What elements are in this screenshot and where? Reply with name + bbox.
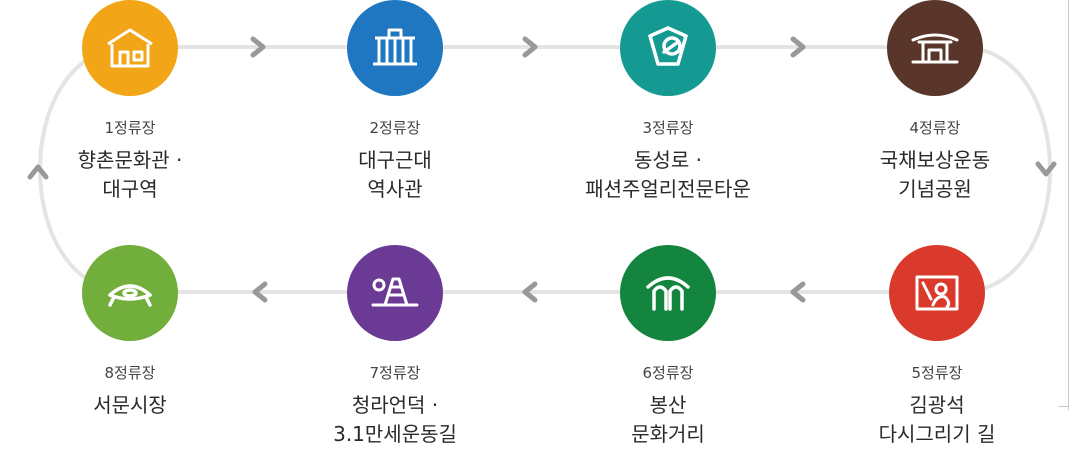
history-museum-icon xyxy=(347,0,443,96)
stop-name: 봉산 문화거리 xyxy=(558,391,778,449)
stop-number: 5정류장 xyxy=(911,364,963,382)
stop-number: 4정류장 xyxy=(909,119,961,137)
stop-name-line: 패션주얼리전문타운 xyxy=(585,177,751,201)
stop-name: 대구근대 역사관 xyxy=(285,146,505,204)
chevron-down-icon xyxy=(1035,161,1057,177)
chevron-right-icon xyxy=(250,36,266,58)
market-turtle-icon xyxy=(82,245,178,341)
chevron-left-icon xyxy=(522,281,538,303)
chevron-right-icon xyxy=(790,36,806,58)
stop-name-line: 대구근대 xyxy=(358,148,432,172)
stop-number: 8정류장 xyxy=(104,364,156,382)
culture-house-icon xyxy=(82,0,178,96)
stop-name: 국채보상운동 기념공원 xyxy=(825,146,1045,204)
jewelry-ring-icon xyxy=(620,0,716,96)
stop-name: 청라언덕 · 3.1만세운동길 xyxy=(285,391,505,449)
chevron-left-icon xyxy=(790,281,806,303)
stop-name-line: 동성로 · xyxy=(634,148,702,172)
stop-name: 동성로 · 패션주얼리전문타운 xyxy=(558,146,778,204)
stop-number: 2정류장 xyxy=(369,119,421,137)
stop-name-line: 역사관 xyxy=(367,177,423,201)
stop-number: 7정류장 xyxy=(369,364,421,382)
memorial-gate-icon xyxy=(887,0,983,96)
stop-name-line: 봉산 xyxy=(649,393,687,417)
stairs-hill-icon xyxy=(347,245,443,341)
side-border xyxy=(1068,0,1069,410)
stop-name: 서문시장 xyxy=(20,391,240,420)
stop-number: 6정류장 xyxy=(642,364,694,382)
sculpture-arch-icon xyxy=(620,245,716,341)
stop-4: 4정류장 국채보상운동 기념공원 xyxy=(825,0,1045,204)
stop-name-line: 대구역 xyxy=(102,177,158,201)
stop-name-line: 문화거리 xyxy=(631,422,705,446)
stop-8: 8정류장 서문시장 xyxy=(20,245,240,420)
stop-3: 3정류장 동성로 · 패션주얼리전문타운 xyxy=(558,0,778,204)
stop-name-line: 기념공원 xyxy=(898,177,972,201)
stop-name-line: 김광석 xyxy=(909,393,965,417)
mural-guitar-icon xyxy=(889,245,985,341)
chevron-left-icon xyxy=(252,281,268,303)
stop-number: 3정류장 xyxy=(642,119,694,137)
stop-1: 1정류장 향촌문화관 · 대구역 xyxy=(20,0,240,204)
stop-name-line: 서문시장 xyxy=(93,393,167,417)
side-border-end xyxy=(1058,406,1069,407)
stop-name-line: 청라언덕 · xyxy=(351,393,439,417)
stop-name-line: 다시그리기 길 xyxy=(878,422,996,446)
chevron-right-icon xyxy=(522,36,538,58)
stop-name: 김광석 다시그리기 길 xyxy=(827,391,1047,449)
stop-name: 향촌문화관 · 대구역 xyxy=(20,146,240,204)
stop-name-line: 국채보상운동 xyxy=(879,148,991,172)
stop-name-line: 향촌문화관 · xyxy=(77,148,183,172)
stop-7: 7정류장 청라언덕 · 3.1만세운동길 xyxy=(285,245,505,449)
stop-2: 2정류장 대구근대 역사관 xyxy=(285,0,505,204)
chevron-up-icon xyxy=(27,164,49,180)
stop-6: 6정류장 봉산 문화거리 xyxy=(558,245,778,449)
stop-name-line: 3.1만세운동길 xyxy=(333,422,457,446)
stop-number: 1정류장 xyxy=(104,119,156,137)
stop-5: 5정류장 김광석 다시그리기 길 xyxy=(827,245,1047,449)
